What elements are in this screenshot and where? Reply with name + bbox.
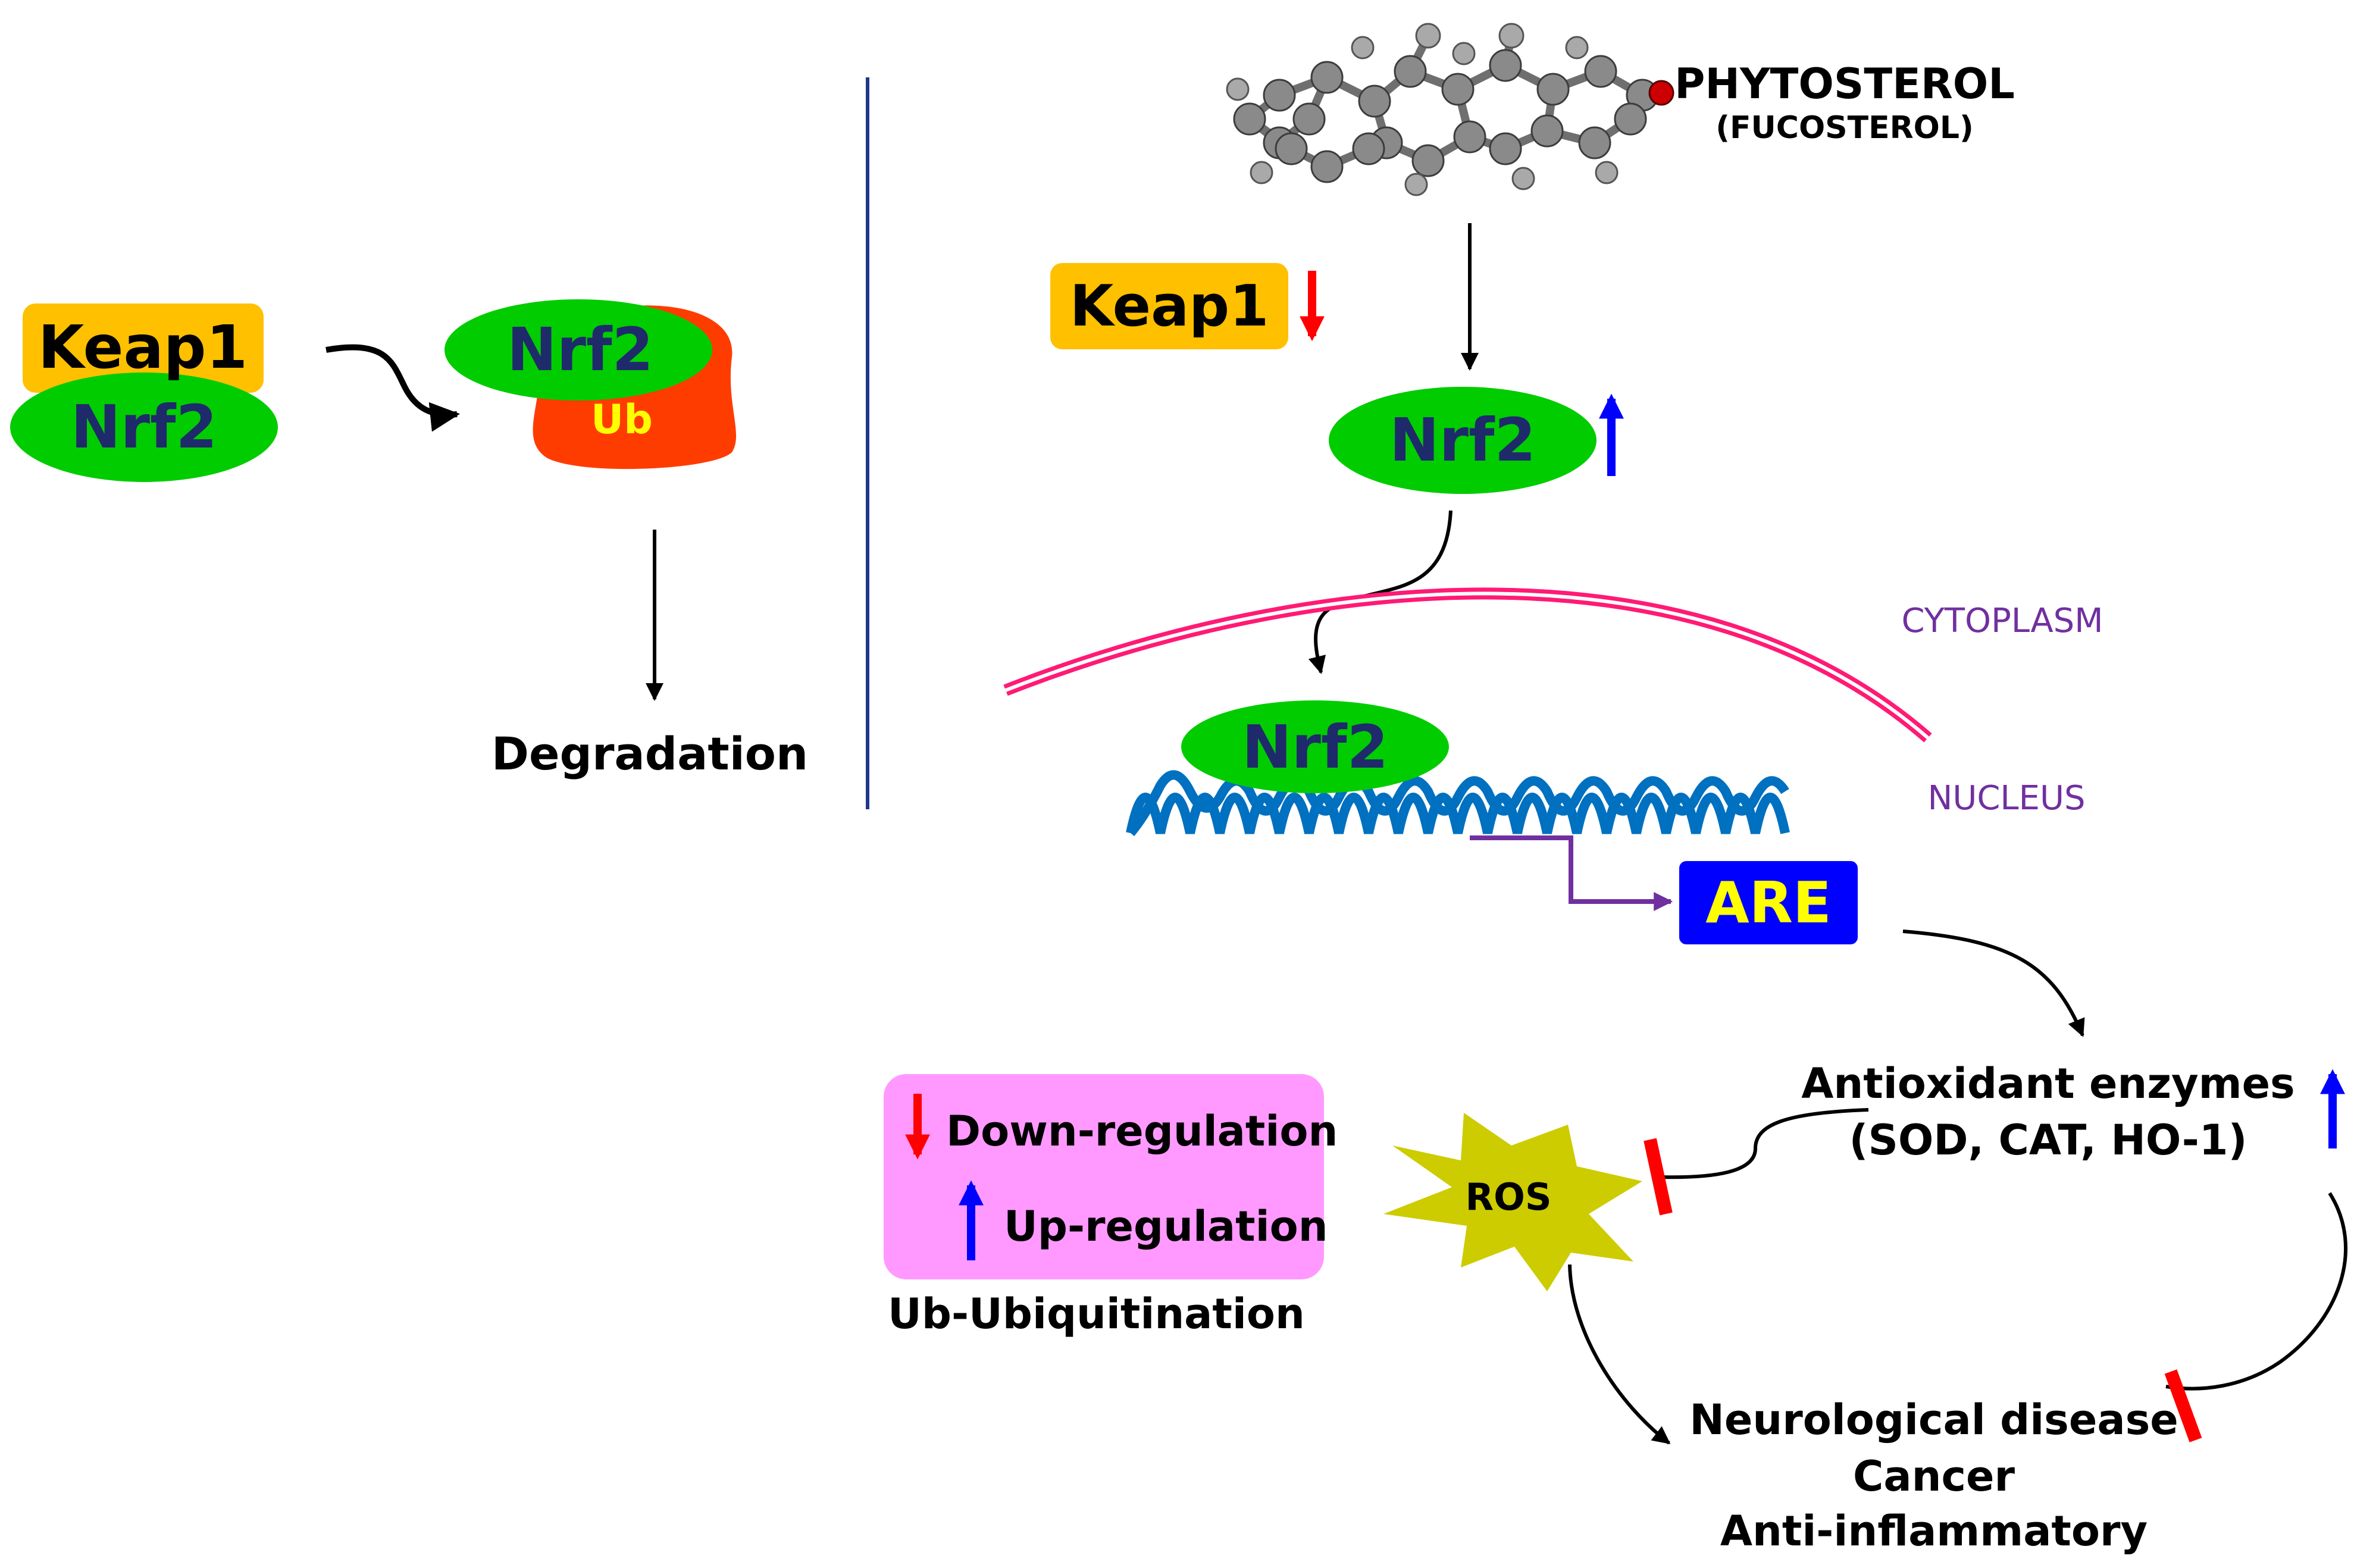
ros-to-disease-arrow: [1568, 1264, 1671, 1445]
cytoplasm-label: CYTOPLASM: [1901, 602, 2103, 640]
keap1-nrf2-complex: Keap1 Nrf2: [10, 303, 278, 482]
outcome-cancer: Cancer: [1853, 1452, 2015, 1501]
nrf2-bound-label: Nrf2: [71, 392, 217, 462]
antioxidant-label-2: (SOD, CAT, HO-1): [1849, 1116, 2247, 1165]
keap1-label: Keap1: [38, 312, 248, 382]
phytosterol-molecule-image: [1226, 23, 1674, 196]
antioxidant-label-1: Antioxidant enzymes: [1801, 1059, 2294, 1108]
are-label: ARE: [1705, 871, 1832, 936]
ros-starburst: [1383, 1113, 1642, 1291]
phytosterol-label: PHYTOSTEROL: [1674, 60, 2015, 108]
legend-box: [884, 1074, 1324, 1279]
fucosterol-label: (FUCOSTEROL): [1716, 110, 1973, 146]
antioxidant-inhibits-ros-line: [1660, 1108, 1869, 1179]
nrf2-nucleus-label: Nrf2: [1242, 712, 1388, 782]
nrf2-cyto-ellipse: [1329, 387, 1597, 494]
nrf2-cyto-label: Nrf2: [1389, 405, 1536, 475]
nucleus-label: NUCLEUS: [1927, 779, 2085, 818]
nrf2-ub-complex: Nrf2 Ub: [444, 299, 737, 470]
degradation-label: Degradation: [492, 727, 808, 780]
ros-label: ROS: [1465, 1175, 1551, 1219]
keap1-box-right: [1050, 263, 1288, 349]
ros-inhibition-bar: [1644, 1138, 1673, 1216]
outcome-anti-inflammatory: Anti-inflammatory: [1720, 1507, 2148, 1556]
legend-down-label: Down-regulation: [946, 1107, 1338, 1156]
disease-inhibition-bar: [2164, 1369, 2202, 1442]
nuclear-membrane-outer: [1003, 587, 1932, 743]
are-to-antioxidant-arrow: [1902, 929, 2085, 1037]
keap1-label-right: Keap1: [1070, 274, 1269, 339]
transcription-arrow: [1470, 835, 1673, 911]
ub-label: Ub: [591, 396, 653, 443]
keap1-box: [23, 303, 264, 393]
outcome-neurological: Neurological disease: [1689, 1395, 2178, 1444]
right-panel: PHYTOSTEROL (FUCOSTEROL) Keap1 Nrf2 CYTO…: [1003, 23, 2347, 1556]
nuclear-membrane-inner: [1004, 591, 1929, 740]
nrf2-bound-ellipse: [10, 373, 278, 482]
nrf2-nucleus-ellipse: [1181, 700, 1449, 793]
legend-ub-note: Ub-Ubiquitination: [888, 1290, 1305, 1338]
nrf2-ub-ellipse: [444, 299, 712, 400]
nrf2-ub-label: Nrf2: [507, 315, 653, 384]
antioxidant-inhibits-disease-line: [2165, 1192, 2347, 1391]
are-box: [1679, 861, 1858, 944]
ubiquitination-arrow: [325, 344, 460, 432]
legend: Down-regulation Up-regulation Ub-Ubiquit…: [884, 1074, 1338, 1338]
left-panel: Keap1 Nrf2 Nrf2 Ub Degradation: [10, 299, 808, 780]
legend-up-label: Up-regulation: [1004, 1202, 1328, 1251]
